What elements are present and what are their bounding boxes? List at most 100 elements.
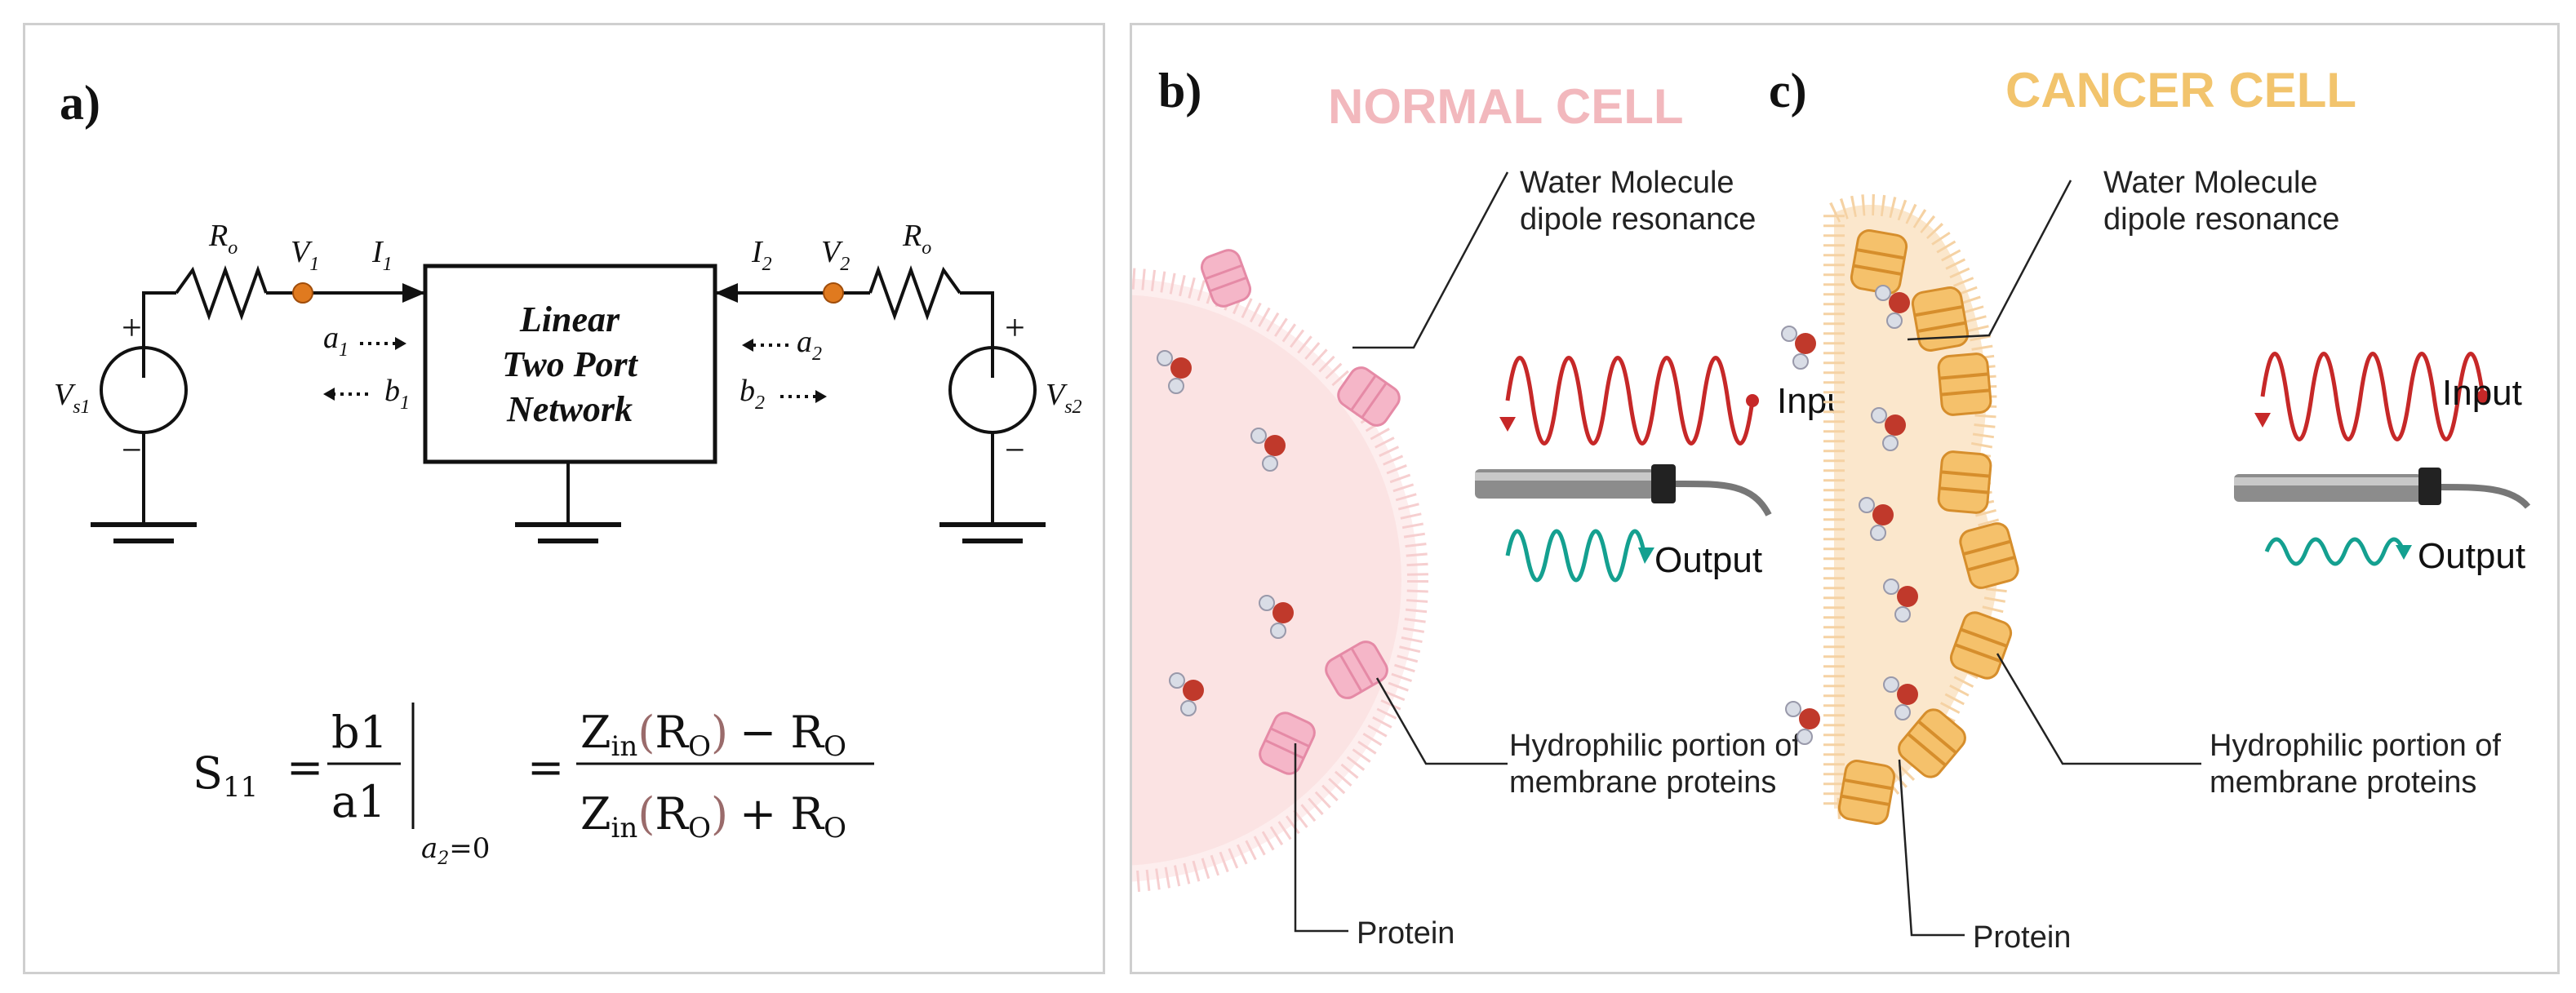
water-molecule-icon [1871,407,1906,451]
cancer-protein [1837,760,1896,825]
i1-arrowhead [402,283,425,303]
node-v2 [823,282,844,304]
normal-leader-lines [1294,171,1509,933]
cancer-protein [1937,352,1992,416]
label-v2: V2 [821,235,850,275]
network-line-2: Two Port [502,344,639,384]
panel-a-circuit: a) Linear Two [23,23,1105,974]
plus-left: + [122,308,142,348]
cancer-input-arrowhead [2254,413,2271,428]
cancer-protein [1898,708,1966,778]
normal-cell [1132,268,1428,893]
normal-hydrophilic-label-1: Hydrophilic portion of [1509,729,1801,763]
water-molecule-icon [1883,676,1918,720]
s11-equation: S11 = b1 a1 a2=0 = Zin(RO)− RO Zin(RO)+ … [193,703,874,869]
normal-output-wave [1505,529,1647,583]
water-molecule-icon [1259,595,1294,639]
water-molecule-icon [1859,497,1894,541]
cancer-probe [2234,468,2531,509]
normal-input-wave [1505,356,1755,446]
normal-protein [1259,712,1316,775]
cancer-water-label-1: Water Molecule [2103,166,2318,200]
eq-denominator: Zin(RO)+ RO [580,788,846,844]
network-line-1: Linear [519,299,620,339]
cancer-input-label: Input [2442,373,2522,413]
water-molecule-icon [1785,701,1820,745]
normal-membrane-proteins [1200,249,1401,775]
water-molecule-icon [1781,326,1816,370]
cancer-protein [1949,611,2013,680]
wave-arrows [331,342,817,398]
normal-water-label-2: dipole resonance [1520,202,1756,237]
cancer-output-label: Output [2418,536,2525,576]
normal-protein [1325,641,1388,699]
resistor-left [175,265,268,321]
wave-arrowheads [323,337,827,403]
normal-output-label: Output [1654,540,1762,580]
cancer-membrane-proteins [1837,229,2019,825]
panel-a-label: a) [60,76,100,130]
normal-protein-label: Protein [1357,916,1455,951]
water-molecule-icon [1157,350,1192,394]
cancer-hydrophilic-label-2: membrane proteins [2210,765,2476,800]
cancer-input-wave [2260,352,2485,441]
label-vs1: Vs1 [54,378,91,418]
water-molecule-icon [1250,428,1286,472]
water-molecule-icon [1169,672,1204,716]
eq-equals-2: = [527,742,564,793]
cancer-output-wave [2264,537,2406,566]
label-r-right: Ro [902,219,931,259]
cancer-protein [1850,229,1908,295]
label-vs2: Vs2 [1046,378,1082,418]
cancer-protein [1959,522,2019,589]
label-b2: b2 [739,374,765,414]
panel-bc-cells: b) NORMAL CELL Water Molecule dipole res… [1130,23,2560,974]
panel-b-label: b) [1158,64,1201,117]
label-v1: V1 [291,235,319,275]
minus-right: − [1005,430,1025,470]
label-i2: I2 [751,235,772,275]
normal-water-label-1: Water Molecule [1520,166,1734,200]
cancer-protein [1911,286,1970,352]
label-a2: a2 [797,325,822,365]
minus-left: − [122,430,142,470]
label-r-left: Ro [208,219,238,259]
cancer-water-label-2: dipole resonance [2103,202,2339,237]
cell-diagram: b) NORMAL CELL Water Molecule dipole res… [1132,63,2531,955]
normal-cell-title: NORMAL CELL [1328,79,1684,134]
two-port-network-box [423,264,717,464]
cancer-protein-label: Protein [1973,920,2071,955]
cancer-cell-title: CANCER CELL [2005,63,2356,117]
water-molecule-icon [1883,579,1918,623]
cancer-hydrophilic-label-1: Hydrophilic portion of [2210,729,2501,763]
cancer-leader-lines [1898,180,2201,937]
normal-protein [1200,249,1252,308]
panel-c-label: c) [1769,64,1807,117]
circuit-diagram: a) Linear Two [54,76,1082,869]
normal-probe [1475,464,1772,516]
eq-numerator: Zin(RO)− RO [580,707,846,763]
normal-protein [1337,366,1401,427]
eq-a1: a1 [331,776,386,827]
normal-hydrophilic-label-2: membrane proteins [1509,765,1776,800]
eq-s11: S11 [193,747,258,804]
cancer-input-endpoint [2476,390,2489,403]
label-a1: a1 [323,321,349,361]
node-v1 [292,282,313,304]
cancer-protein [1937,450,1992,514]
normal-water-molecules [1157,350,1294,716]
ground-symbols [91,522,1046,543]
eq-condition: a2=0 [421,832,490,869]
resistor-right [868,265,962,321]
normal-input-arrowhead [1499,417,1516,432]
i2-arrowhead [715,283,738,303]
network-line-3: Network [506,389,633,429]
eq-b1: b1 [331,707,388,758]
plus-right: + [1005,308,1025,348]
label-b1: b1 [384,374,410,414]
normal-input-endpoint [1746,394,1759,407]
label-i1: I1 [371,235,393,275]
eq-equals-1: = [286,742,323,793]
normal-output-arrowhead [1638,547,1654,564]
cancer-water-molecules [1781,285,1918,745]
